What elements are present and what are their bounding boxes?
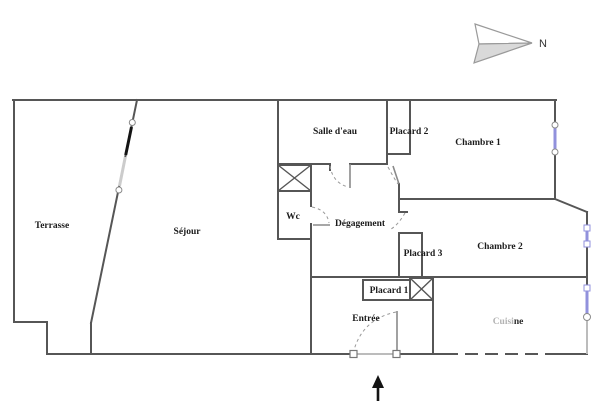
room-label-wc: Wc <box>286 212 300 222</box>
window-cuisine <box>583 284 591 321</box>
terrasse-glazed-wall <box>89 98 139 355</box>
room-label-cuisine-light-part: Cuisi <box>493 317 514 327</box>
interior-walls <box>277 99 588 355</box>
compass-upper-blade <box>474 23 533 45</box>
room-label-salle-deau: Salle d'eau <box>313 127 358 137</box>
room-label-placard3: Placard 3 <box>404 249 443 259</box>
terrasse-bay-light-segment <box>118 156 127 187</box>
room-label-entree: Entrée <box>352 314 379 324</box>
shaft-box-entree <box>409 277 434 301</box>
room-label-chambre2: Chambre 2 <box>477 242 523 252</box>
room-label-cuisine-dark-part: ne <box>514 317 524 327</box>
entrance-jamb-right <box>392 349 401 359</box>
terrasse-bay-dark-segment <box>124 126 133 156</box>
entrance-arrow-icon <box>372 375 384 401</box>
outer-walls <box>12 99 589 355</box>
room-label-placard1: Placard 1 <box>370 286 409 296</box>
door-leaves <box>313 164 400 351</box>
terrasse-bay-handle-bottom <box>115 186 123 194</box>
room-label-placard2: Placard 2 <box>390 127 429 137</box>
compass-lower-blade <box>473 42 533 64</box>
north-label: N <box>539 38 547 50</box>
window-chambre2 <box>583 224 591 248</box>
room-label-cuisine: Cuisine <box>493 317 524 327</box>
north-compass: N <box>473 23 547 64</box>
terrasse-bay-handle-top <box>128 119 136 126</box>
window-chambre1 <box>551 121 559 156</box>
room-label-degagement: Dégagement <box>335 219 386 229</box>
room-label-terrasse: Terrasse <box>35 221 69 231</box>
room-label-chambre1: Chambre 1 <box>455 138 501 148</box>
door-swing-arcs <box>311 165 406 351</box>
room-label-sejour: Séjour <box>174 227 202 237</box>
shaft-box-salle-deau <box>277 164 312 192</box>
entrance-jamb-left <box>349 349 358 359</box>
